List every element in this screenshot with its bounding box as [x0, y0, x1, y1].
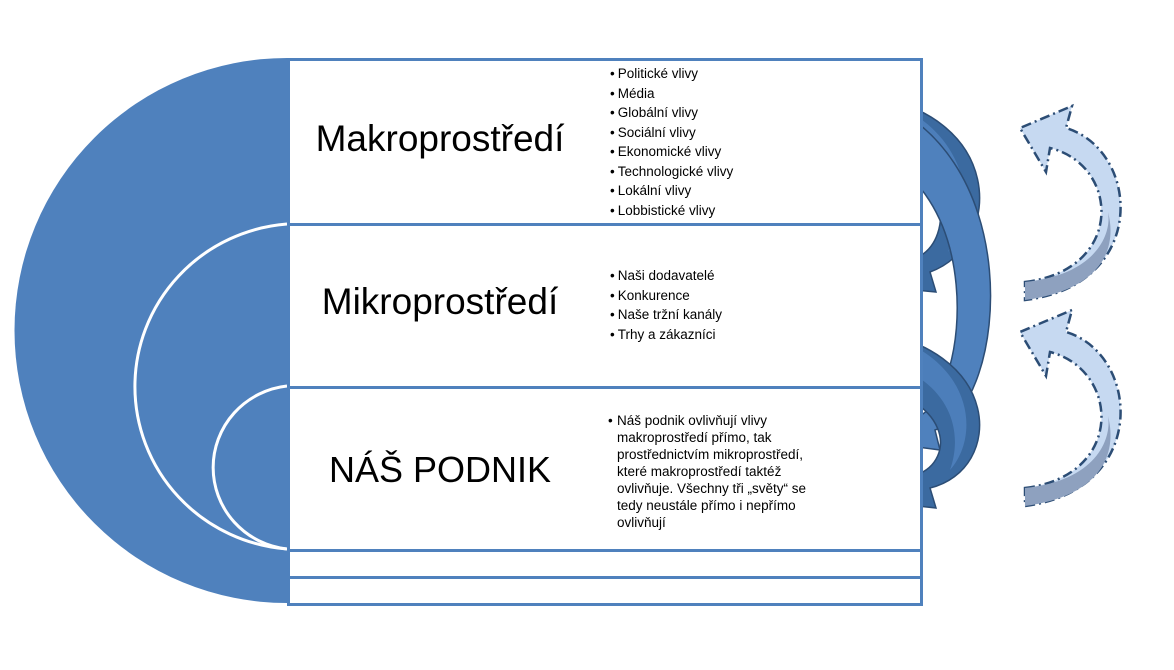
macro-environment-band: Makroprostředí Politické vlivy Média Glo… [287, 58, 923, 226]
list-item: Trhy a zákazníci [610, 325, 722, 345]
description-line: ovlivňuje. Všechny tři „světy“ se [617, 481, 807, 496]
feedback-arrow-lower [1018, 307, 1122, 508]
list-item: Ekonomické vlivy [610, 142, 733, 162]
list-item: Globální vlivy [610, 103, 733, 123]
list-item: Konkurence [610, 286, 722, 306]
list-item: Naše tržní kanály [610, 305, 722, 325]
company-title: NÁŠ PODNIK [328, 449, 552, 490]
list-item: Lokální vlivy [610, 181, 733, 201]
description-line: makroprostředí přímo, tak [617, 430, 772, 445]
micro-factors-list: Naši dodavatelé Konkurence Naše tržní ka… [610, 266, 722, 344]
inner-arc [211, 384, 288, 551]
middle-arc [133, 222, 288, 551]
macro-environment-title: Makroprostředí [315, 118, 565, 159]
list-item: Sociální vlivy [610, 123, 733, 143]
empty-band-1 [287, 549, 923, 579]
list-item: Politické vlivy [610, 64, 733, 84]
description-line: které makroprostředí taktéž [617, 464, 782, 479]
micro-environment-title: Mikroprostředí [321, 281, 559, 322]
description-line: prostřednictvím mikroprostředí, [617, 447, 804, 462]
description-line: ovlivňují [617, 515, 666, 530]
list-item: Lobbistické vlivy [610, 201, 733, 221]
outer-half-circle [14, 58, 287, 603]
description-line: tedy neustále přímo i nepřímo [617, 498, 796, 513]
description-line: Náš podnik ovlivňují vlivy [617, 413, 768, 428]
empty-band-2 [287, 576, 923, 606]
micro-environment-band: Mikroprostředí Naši dodavatelé Konkurenc… [287, 223, 923, 389]
company-band: NÁŠ PODNIK • Náš podnik ovlivňují vlivy … [287, 386, 923, 552]
company-description: • Náš podnik ovlivňují vlivy makroprostř… [608, 412, 857, 531]
macro-factors-list: Politické vlivy Média Globální vlivy Soc… [610, 64, 734, 221]
list-item: Technologické vlivy [610, 162, 734, 182]
list-item: Média [610, 84, 733, 104]
list-item: Naši dodavatelé [610, 266, 722, 286]
feedback-arrow-upper [1018, 103, 1122, 302]
